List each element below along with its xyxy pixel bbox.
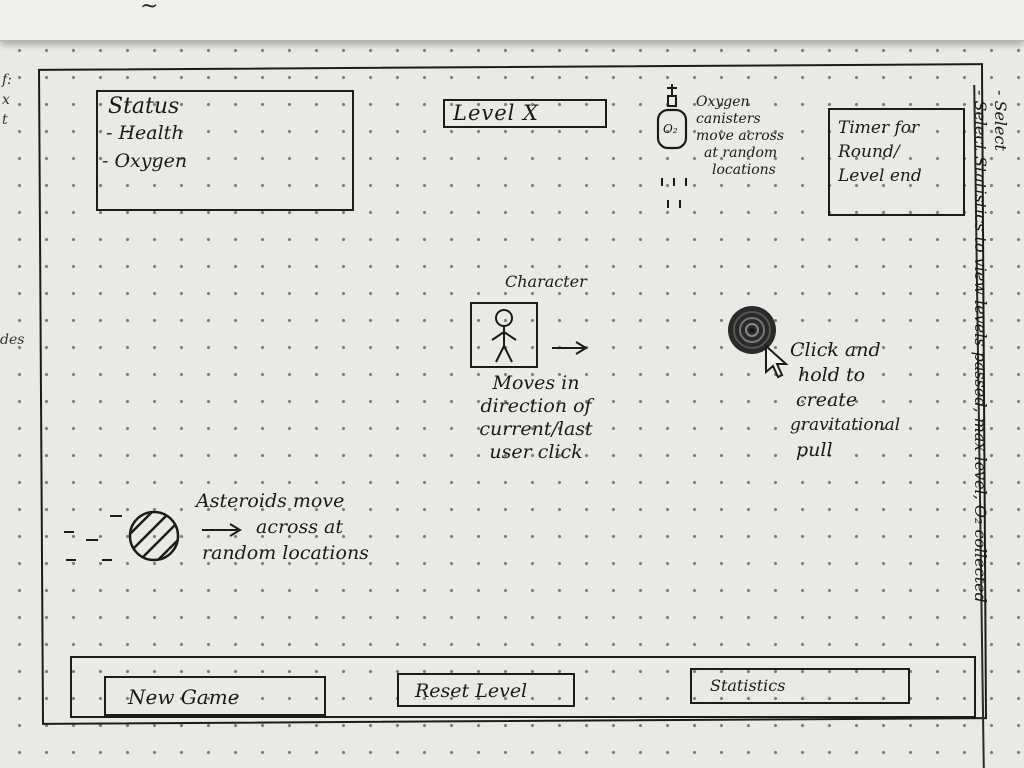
level-indicator: Level X — [443, 99, 607, 128]
asteroids-note-line: across at — [256, 516, 343, 538]
oxygen-note-line: Oxygen — [696, 94, 750, 110]
stick-figure-icon — [491, 309, 517, 363]
oxygen-note-line: canisters — [696, 111, 761, 127]
reset-level-button[interactable]: Reset Level — [397, 673, 575, 707]
level-label: Level X — [453, 101, 540, 125]
character-note: Moves in direction of current/last user … — [466, 372, 606, 464]
timer-line: Level end — [838, 166, 922, 186]
oxygen-note-line: locations — [712, 162, 776, 178]
status-oxygen: - Oxygen — [102, 150, 188, 172]
new-game-label: New Game — [128, 685, 240, 709]
asteroids-note: Asteroids move across at random location… — [196, 488, 369, 566]
character-note-line: Moves in — [492, 372, 580, 394]
statistics-label: Statistics — [710, 676, 786, 695]
gravity-note-line: hold to — [798, 364, 866, 386]
asteroids-note-line: Asteroids move — [196, 490, 345, 512]
top-scribble: ~ — [140, 0, 159, 19]
character-label: Character — [505, 272, 587, 291]
statistics-button[interactable]: Statistics — [690, 668, 910, 704]
oxygen-canister-icon — [656, 84, 688, 208]
timer-line: Timer for — [838, 118, 920, 138]
timer-note: Timer for Round/ Level end — [838, 116, 922, 188]
timer-panel: Timer for Round/ Level end — [828, 108, 965, 216]
side-note-line: - Select — [991, 90, 1010, 151]
bottom-toolbar — [70, 656, 976, 718]
status-panel: Status - Health - Oxygen — [96, 90, 354, 211]
side-note-line: - Select Statistics to view levels passe… — [971, 90, 990, 603]
gravity-note-line: Click and — [790, 339, 881, 361]
arrow-right-icon — [552, 341, 588, 355]
asteroid-icon — [128, 510, 180, 562]
character-note-line: user click — [489, 441, 583, 463]
arrow-right-icon — [202, 523, 242, 537]
reset-level-label: Reset Level — [415, 680, 528, 702]
oxygen-note: Oxygen canisters move across at random l… — [696, 94, 784, 179]
character-note-line: current/last — [479, 418, 593, 440]
left-margin-scribble: des — [0, 332, 25, 348]
gravity-note: Click and hold to create gravitational p… — [790, 338, 900, 463]
gravity-note-line: pull — [796, 439, 833, 461]
gravity-note-line: create — [796, 389, 858, 411]
oxygen-canister-label: O₂ — [663, 122, 678, 136]
oxygen-note-line: move across — [696, 128, 785, 144]
status-title: Status — [108, 94, 180, 119]
character-sprite — [470, 302, 538, 368]
gravity-note-line: gravitational — [790, 415, 901, 435]
asteroids-note-line: random locations — [202, 542, 369, 564]
asteroid-trail — [64, 515, 122, 561]
mouse-cursor-icon — [765, 344, 789, 379]
oxygen-note-line: at random — [704, 145, 778, 161]
top-paper-sheet — [0, 0, 1024, 41]
gravity-well-icon — [728, 306, 776, 354]
timer-line: Round/ — [838, 142, 900, 162]
status-health: - Health — [106, 122, 184, 144]
side-note: - Select - Select Statistics to view lev… — [970, 90, 1010, 603]
character-note-line: direction of — [480, 395, 592, 417]
new-game-button[interactable]: New Game — [104, 676, 326, 716]
